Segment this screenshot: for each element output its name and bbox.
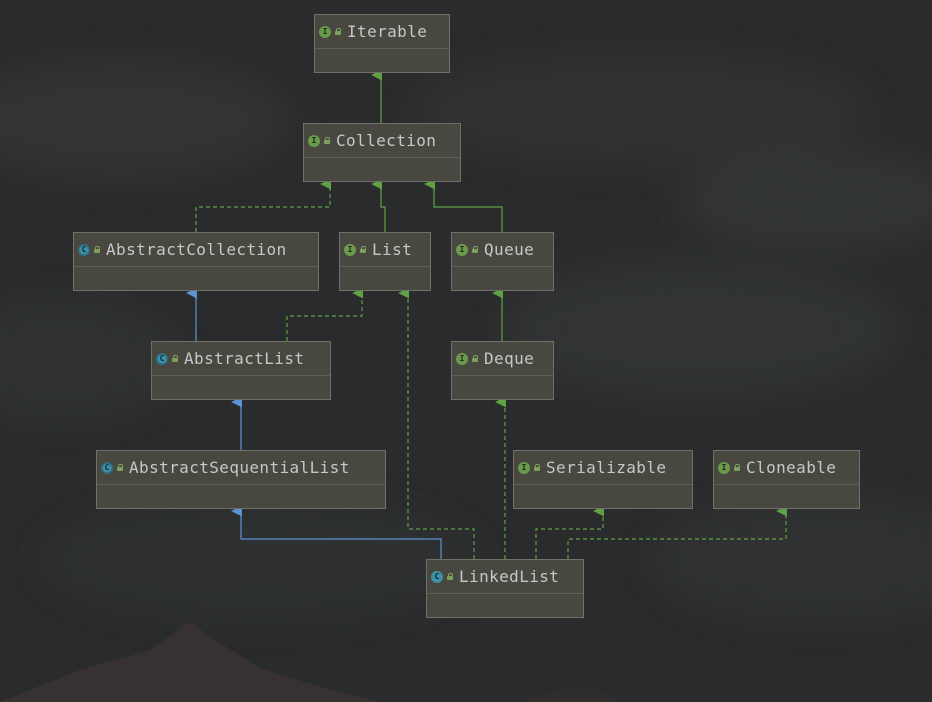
interface-icon: I [518, 461, 530, 474]
edge-queue-to-collection [424, 178, 503, 232]
node-header: I Cloneable [714, 451, 859, 485]
public-visibility-icon [171, 355, 179, 362]
node-deque[interactable]: I Deque [451, 341, 554, 400]
node-iterable[interactable]: I Iterable [314, 14, 450, 73]
node-abstract-collection[interactable]: C AbstractCollection [73, 232, 319, 291]
class-icon: C [431, 570, 443, 583]
node-list[interactable]: I List [339, 232, 431, 291]
node-header: I Queue [452, 233, 553, 267]
public-visibility-icon [116, 464, 124, 471]
node-header: I Deque [452, 342, 553, 376]
node-label: AbstractSequentialList [129, 458, 350, 477]
edge-linked-list-to-cloneable [567, 505, 788, 559]
node-label: LinkedList [459, 567, 560, 586]
edge-linked-list-to-serializable [535, 505, 605, 559]
public-visibility-icon [334, 28, 342, 35]
public-visibility-icon [471, 355, 479, 362]
interface-icon: I [718, 461, 730, 474]
public-visibility-icon [93, 246, 101, 253]
node-queue[interactable]: I Queue [451, 232, 554, 291]
node-label: Collection [336, 131, 437, 150]
edge-linked-list-to-abstract-sequential-list [231, 505, 442, 559]
abstract-class-icon: C [101, 461, 113, 474]
abstract-class-icon: C [78, 243, 90, 256]
interface-icon: I [319, 25, 331, 38]
node-label: AbstractList [184, 349, 305, 368]
node-collection[interactable]: I Collection [303, 123, 461, 182]
node-label: Iterable [347, 22, 428, 41]
public-visibility-icon [446, 573, 454, 580]
node-linked-list[interactable]: C LinkedList [426, 559, 584, 618]
node-label: Deque [484, 349, 535, 368]
edge-abstract-list-to-list [286, 287, 364, 341]
node-label: List [372, 240, 413, 259]
node-label: Queue [484, 240, 535, 259]
interface-icon: I [456, 243, 468, 256]
node-header: I List [340, 233, 430, 267]
node-serializable[interactable]: I Serializable [513, 450, 693, 509]
edge-abstract-collection-to-collection [195, 178, 332, 232]
node-header: I Serializable [514, 451, 692, 485]
edge-linked-list-to-list [398, 287, 475, 559]
public-visibility-icon [471, 246, 479, 253]
node-abstract-sequential-list[interactable]: C AbstractSequentialList [96, 450, 386, 509]
public-visibility-icon [533, 464, 541, 471]
node-header: I Collection [304, 124, 460, 158]
interface-icon: I [456, 352, 468, 365]
node-abstract-list[interactable]: C AbstractList [151, 341, 331, 400]
edge-list-to-collection [371, 178, 386, 232]
node-label: Serializable [546, 458, 667, 477]
public-visibility-icon [323, 137, 331, 144]
node-header: C AbstractList [152, 342, 330, 376]
node-header: I Iterable [315, 15, 449, 49]
node-cloneable[interactable]: I Cloneable [713, 450, 860, 509]
public-visibility-icon [359, 246, 367, 253]
interface-icon: I [344, 243, 356, 256]
node-header: C LinkedList [427, 560, 583, 594]
interface-icon: I [308, 134, 320, 147]
node-label: AbstractCollection [106, 240, 287, 259]
node-label: Cloneable [746, 458, 837, 477]
abstract-class-icon: C [156, 352, 168, 365]
node-header: C AbstractSequentialList [97, 451, 385, 485]
public-visibility-icon [733, 464, 741, 471]
node-header: C AbstractCollection [74, 233, 318, 267]
